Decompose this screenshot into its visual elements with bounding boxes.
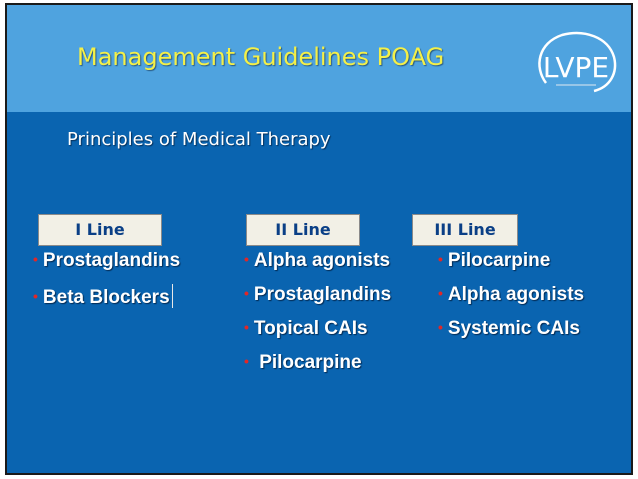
list-item: •Prostaglandins [33,250,181,271]
list-item: •Alpha agonists [244,250,391,271]
bullet-icon: • [244,251,249,267]
bullet-icon: • [438,251,443,267]
bullet-icon: • [244,319,249,335]
third-line-header: III Line [412,214,518,246]
list-item: •Topical CAIs [244,318,368,339]
list-item: • Pilocarpine [244,352,362,373]
slide-subtitle: Principles of Medical Therapy [67,129,331,150]
logo-text: LVPE [543,51,609,84]
slide: Management Guidelines POAG LVPE Principl… [5,3,633,475]
text-cursor [171,284,173,308]
list-item: •Systemic CAIs [438,318,580,339]
bullet-icon: • [244,353,249,369]
lvpe-logo: LVPE [538,31,617,93]
bullet-icon: • [438,319,443,335]
bullet-icon: • [33,251,38,267]
first-line-header: I Line [38,214,162,246]
list-item: •Alpha agonists [438,284,585,305]
bullet-icon: • [244,285,249,301]
list-item: •Prostaglandins [244,284,392,305]
bullet-icon: • [438,285,443,301]
list-item: •Beta Blockers [33,284,173,309]
slide-title: Management Guidelines POAG [77,43,445,71]
bullet-icon: • [33,288,38,304]
second-line-header: II Line [246,214,360,246]
list-item: •Pilocarpine [438,250,551,271]
header-band: Management Guidelines POAG LVPE [7,5,631,112]
